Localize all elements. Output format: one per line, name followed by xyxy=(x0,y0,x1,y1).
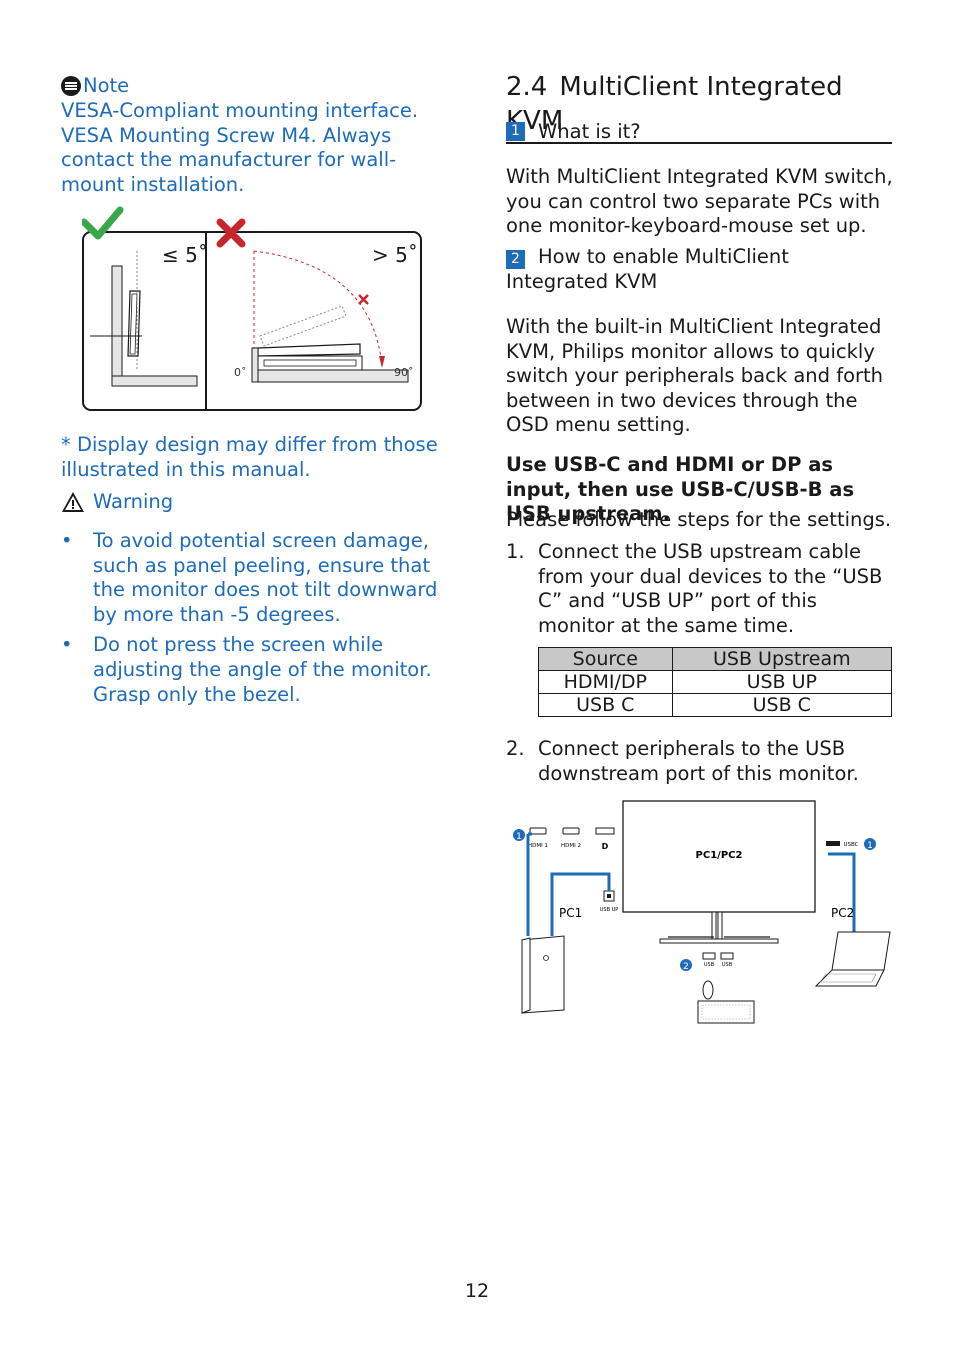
mouse-icon xyxy=(702,980,714,1000)
monitor-label: PC1/PC2 xyxy=(696,850,743,861)
warning-header: Warning xyxy=(61,490,173,515)
source-upstream-table: Source USB Upstream HDMI/DP USB UP USB C… xyxy=(538,647,893,717)
note-header: Note xyxy=(61,74,129,99)
marker-1-icon xyxy=(513,829,525,841)
table-cell: HDMI/DP xyxy=(538,670,673,694)
keyboard-icon xyxy=(697,1000,755,1024)
table-header-row: Source USB Upstream xyxy=(538,647,893,671)
design-note: * Display design may differ from those i… xyxy=(61,433,438,481)
steps-list-1: 1. Connect the USB upstream cable from yo… xyxy=(506,540,896,638)
table-header: Source xyxy=(538,647,673,671)
tilt-figure: ≤ 5˚ > 5˚ 0˚ 90˚ xyxy=(82,206,422,411)
ok-angle-label: ≤ 5˚ xyxy=(162,243,208,267)
step-text: Connect peripherals to the USB downstrea… xyxy=(538,737,859,785)
steps-list-2: 2. Connect peripherals to the USB downstr… xyxy=(506,737,896,786)
zero-degree-label: 0˚ xyxy=(234,366,247,379)
follow-steps: Please follow the steps for the settings… xyxy=(506,508,892,531)
subheading-title: What is it? xyxy=(538,120,641,143)
step-number: 2. xyxy=(506,737,525,760)
section-title: MultiClient Integrated KVM xyxy=(506,72,843,136)
usb-port-a-label: USB xyxy=(704,962,715,968)
kvm-connection-diagram: PC1/PC2 HDMI 1 HDMI 2 D 1 USB UP PC1 USB… xyxy=(513,800,891,1024)
note-icon xyxy=(61,76,81,97)
section-number: 2.4 xyxy=(506,72,548,102)
page-number: 12 xyxy=(464,1280,490,1302)
warning-item: To avoid potential screen damage, such a… xyxy=(61,529,449,627)
enable-paragraph: With the built-in MultiClient Integrated… xyxy=(506,315,884,437)
table-cell: USB C xyxy=(671,693,893,717)
warning-label: Warning xyxy=(93,490,174,513)
usb-port-b-label: USB xyxy=(722,962,733,968)
warning-list: To avoid potential screen damage, such a… xyxy=(61,529,449,707)
warning-item: Do not press the screen while adjusting … xyxy=(61,633,449,707)
usbc-label: USBC xyxy=(843,842,858,848)
input-instruction: Use USB-C and HDMI or DP as input, then … xyxy=(506,453,855,526)
pc1-tower-icon xyxy=(521,935,565,1014)
pc2-label: PC2 xyxy=(831,906,854,920)
table-row: USB C USB C xyxy=(538,693,893,717)
note-label: Note xyxy=(83,74,130,97)
intro-paragraph: With MultiClient Integrated KVM switch, … xyxy=(506,165,893,238)
note-text: VESA-Compliant mounting interface. VESA … xyxy=(61,99,419,196)
step-badge: 1 xyxy=(506,122,525,141)
subheading-text: How to enable MultiClient Integrated KVM xyxy=(506,245,789,293)
checkmark-icon xyxy=(82,206,124,240)
marker-2-label: 2 xyxy=(683,962,689,972)
marker-2-icon xyxy=(680,959,692,971)
pc1-label: PC1 xyxy=(559,906,582,920)
table-row: HDMI/DP USB UP xyxy=(538,670,893,694)
step-item: 2. Connect peripherals to the USB downstr… xyxy=(506,737,896,786)
hdmi1-label: HDMI 1 xyxy=(528,843,548,849)
hdmi2-label: HDMI 2 xyxy=(561,843,581,849)
step-number: 1. xyxy=(506,540,525,563)
monitor-screen xyxy=(622,800,816,913)
pc2-laptop-icon xyxy=(814,931,891,987)
bad-angle-label: > 5˚ xyxy=(372,243,418,267)
table-header: USB Upstream xyxy=(671,647,893,671)
usb-up-label: USB UP xyxy=(600,907,619,913)
table-cell: USB C xyxy=(538,693,673,717)
dp-label: D xyxy=(602,842,609,851)
subheading-what-is-it: 1 What is it? xyxy=(506,120,898,145)
step-item: 1. Connect the USB upstream cable from yo… xyxy=(506,540,896,638)
step-badge: 2 xyxy=(506,250,525,269)
step-text: Connect the USB upstream cable from your… xyxy=(538,540,883,637)
ninety-degree-label: 90˚ xyxy=(394,366,414,379)
marker-1b-label: 1 xyxy=(867,841,873,851)
marker-1-label: 1 xyxy=(516,832,522,842)
table-cell: USB UP xyxy=(671,670,893,694)
cross-icon xyxy=(216,218,246,248)
warning-icon xyxy=(62,492,84,513)
marker-1b-icon xyxy=(864,838,876,850)
